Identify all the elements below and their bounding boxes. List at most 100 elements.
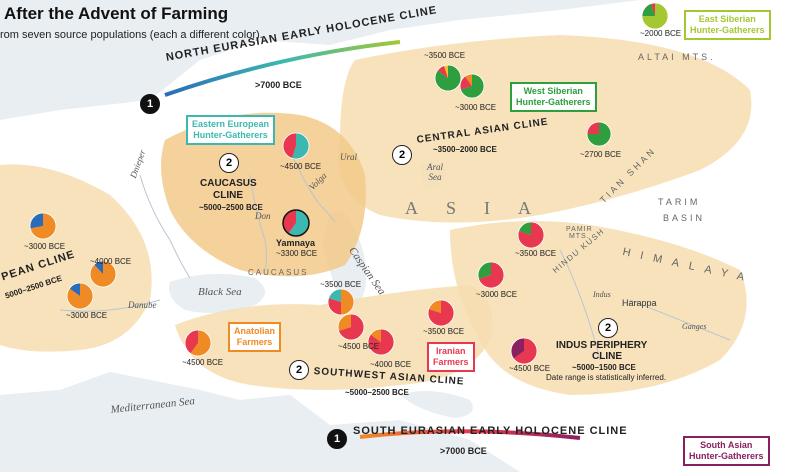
pie-slice xyxy=(30,213,57,240)
source-wsh-box: West Siberian Hunter-Gatherers xyxy=(510,82,597,112)
label-ganges: Ganges xyxy=(682,322,707,331)
north-cline-date: >7000 BCE xyxy=(255,80,302,90)
river-dnieper xyxy=(139,174,191,279)
caucasus-region xyxy=(161,112,366,277)
indus-cline-name2: CLINE xyxy=(592,351,622,362)
north-cline-arrow xyxy=(164,40,401,97)
pie-label: ~3000 BCE xyxy=(66,311,108,320)
pie-slice xyxy=(94,261,103,274)
pie-slice xyxy=(283,133,296,159)
pie-outline xyxy=(66,282,94,310)
south-cline-number: 1 xyxy=(327,429,347,449)
pie-slice xyxy=(341,289,354,315)
south-cline-date: >7000 BCE xyxy=(440,446,487,456)
label-black-sea: Black Sea xyxy=(198,286,242,298)
map-subtitle: rom seven source populations (each a dif… xyxy=(0,29,263,41)
pie-outline xyxy=(327,288,355,316)
label-indus-river: Indus xyxy=(593,290,611,299)
pie-label: ~4500 BCE xyxy=(338,342,380,351)
source-iranian-box: Iranian Farmers xyxy=(427,342,475,372)
pie-slice xyxy=(370,329,381,342)
pie-label: ~2000 BCE xyxy=(640,29,682,38)
label-asia: ASIA xyxy=(405,198,560,218)
indus-cline-number: 2 xyxy=(598,318,618,338)
pie-label: ~3000 BCE xyxy=(455,103,497,112)
label-altai: ALTAI MTS. xyxy=(638,52,716,62)
yamnaya-name: Yamnaya xyxy=(276,238,316,248)
river-indus xyxy=(559,249,601,361)
pie-outline xyxy=(367,328,395,356)
persian-gulf xyxy=(400,391,473,418)
pie-outline xyxy=(641,2,669,30)
river-danube xyxy=(59,299,161,312)
caucasus-cline-name1: CAUCASUS xyxy=(200,178,257,189)
caucasus-cline-number: 2 xyxy=(219,153,239,173)
pie-label: ~4500 BCE xyxy=(509,364,551,373)
pie-group xyxy=(29,2,669,365)
pie-slice xyxy=(338,314,364,340)
pie-label: ~3500 BCE xyxy=(424,51,466,60)
pie-slice xyxy=(478,262,491,280)
pie-slice xyxy=(587,122,599,134)
label-harappa: Harappa xyxy=(622,298,657,308)
pie-label: ~3500 BCE xyxy=(320,280,362,289)
pie-slice xyxy=(650,3,655,16)
pie-label: ~3500 BCE xyxy=(423,327,465,336)
pie-label: ~2700 BCE xyxy=(580,150,622,159)
pie-slice xyxy=(513,338,537,365)
pie-outline xyxy=(282,132,310,160)
pie-slice xyxy=(185,330,198,354)
pie-slice xyxy=(90,261,117,287)
pie-slice xyxy=(443,65,448,78)
pie-slice xyxy=(478,262,505,288)
pie-label: ~4500 BCE xyxy=(182,358,224,367)
pie-outline xyxy=(89,260,117,288)
pie-outline xyxy=(282,209,310,237)
pie-slice xyxy=(30,213,43,229)
source-esh-box: East Siberian Hunter-Gatherers xyxy=(684,10,771,40)
pie-label: ~4000 BCE xyxy=(370,360,412,369)
source-eeh-box: Eastern European Hunter-Gatherers xyxy=(186,115,276,145)
label-ural: Ural xyxy=(340,152,358,162)
pie-outline xyxy=(434,64,462,92)
yamnaya-date: ~3300 BCE xyxy=(276,249,318,258)
pie-outline xyxy=(586,121,612,147)
pie-slice xyxy=(190,330,212,356)
river-don xyxy=(249,174,267,271)
pie-slice xyxy=(460,74,485,98)
indus-cline-name1: INDUS PERIPHERY xyxy=(556,340,648,351)
pie-slice xyxy=(288,210,309,236)
caucasus-cline-name2: CLINE xyxy=(213,190,243,201)
pie-slice xyxy=(511,338,524,359)
pie-outline xyxy=(510,337,538,365)
south-cline-name: SOUTH EURASIAN EARLY HOLOCENE CLINE xyxy=(353,425,628,437)
european-region xyxy=(0,164,152,352)
pie-outline xyxy=(184,329,212,357)
label-basin: BASIN xyxy=(663,213,706,223)
label-don: Don xyxy=(255,211,271,221)
caucasus-cline-date: ~5000–2500 BCE xyxy=(199,203,263,212)
source-south-asian-box: South Asian Hunter-Gatherers xyxy=(683,436,770,466)
pie-slice xyxy=(328,297,341,315)
pie-outline xyxy=(337,313,365,341)
pie-outline xyxy=(29,212,57,240)
river-ganges xyxy=(629,299,731,341)
pie-outline xyxy=(477,261,505,289)
pie-slice xyxy=(437,65,448,78)
southwest-region xyxy=(175,285,493,390)
central-cline-number: 2 xyxy=(392,145,412,165)
pie-slice xyxy=(328,289,341,302)
river-volga xyxy=(289,149,336,223)
pie-slice xyxy=(291,133,309,159)
pie-outline xyxy=(459,73,485,99)
pie-outline xyxy=(427,299,455,327)
pie-slice xyxy=(69,283,80,296)
indus-cline-note: Date range is statistically inferred. xyxy=(546,373,667,382)
pie-label: ~4500 BCE xyxy=(280,162,322,171)
pie-slice xyxy=(518,222,531,235)
central-cline-date: ~3500–2000 BCE xyxy=(433,145,497,154)
label-pamir: PAMIR MTS. xyxy=(566,226,593,240)
pie-slice xyxy=(459,76,472,90)
